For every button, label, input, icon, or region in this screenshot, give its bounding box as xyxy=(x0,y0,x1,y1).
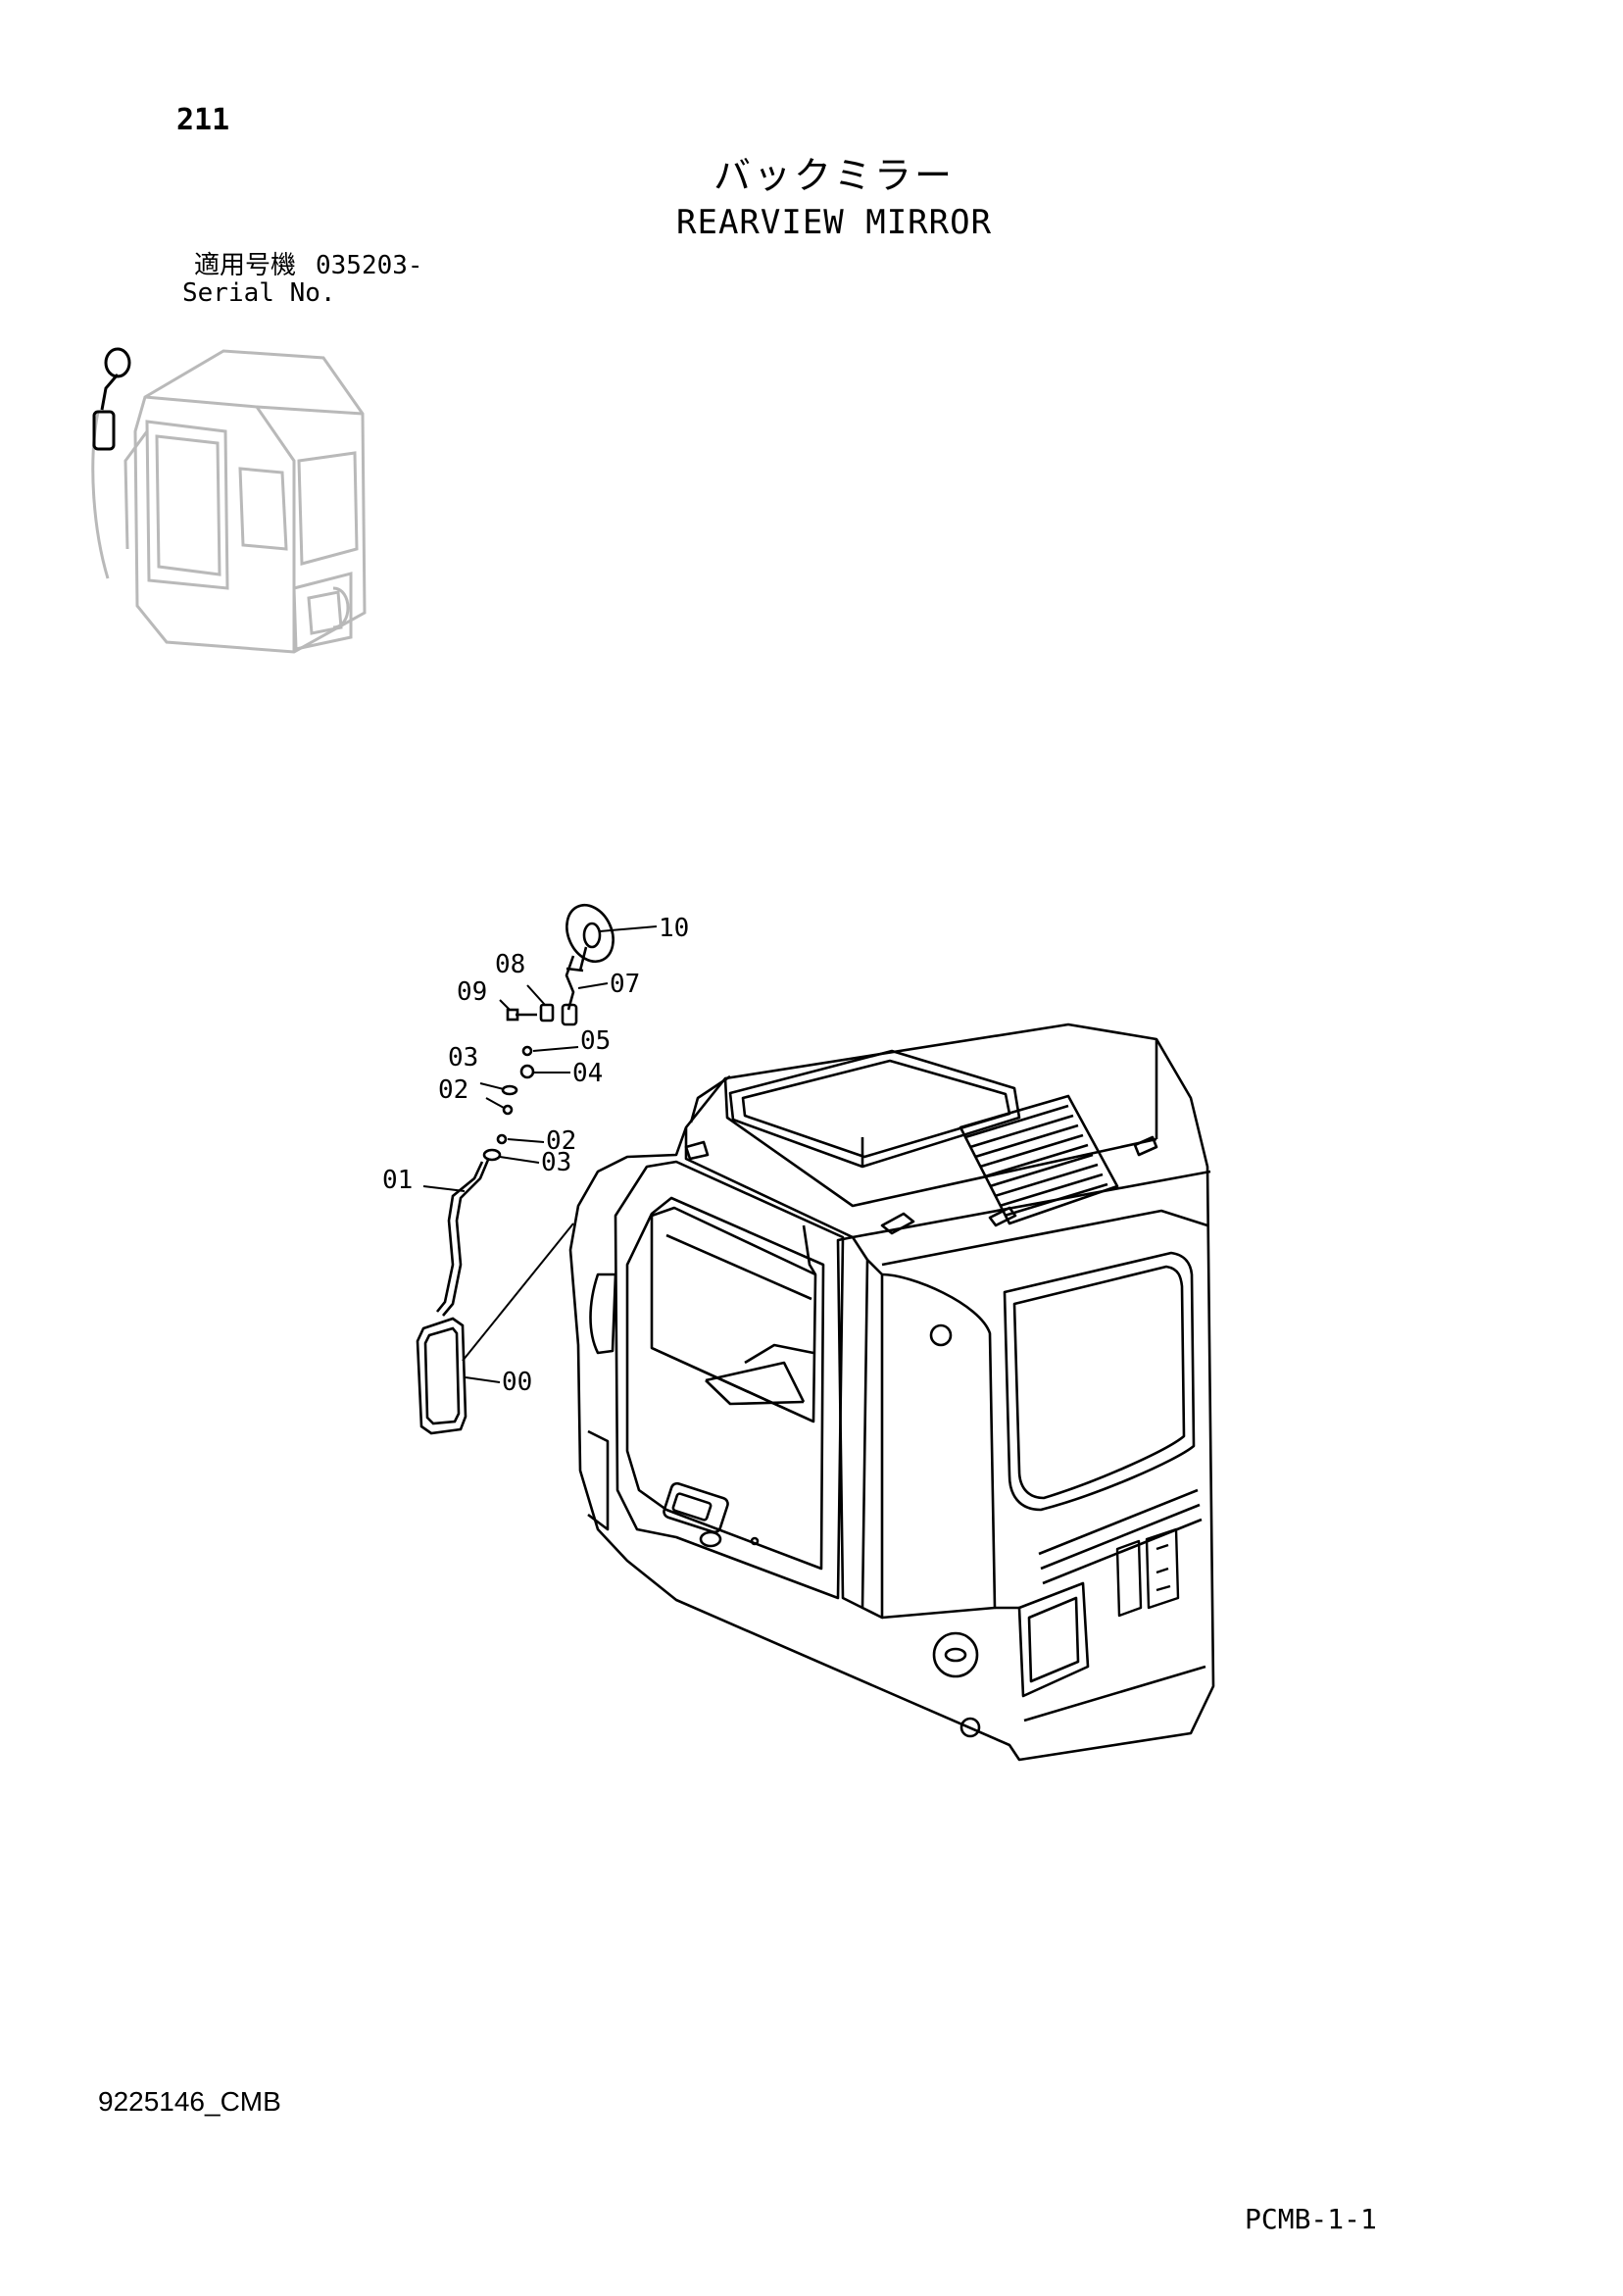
key-map-thumbnail xyxy=(91,349,367,654)
roof-vents xyxy=(959,1094,1119,1225)
cab-logo xyxy=(1115,1527,1180,1618)
page-title-japanese: バックミラー xyxy=(713,154,956,197)
callout-label: 00 xyxy=(502,1368,532,1397)
serial-number-value: 035203- xyxy=(316,251,423,280)
callout-label: 01 xyxy=(382,1166,413,1195)
mirror-assembly xyxy=(416,903,615,1435)
callout-leaders xyxy=(422,925,658,1383)
callout-label: 05 xyxy=(580,1026,611,1056)
document-code: 9225146_CMB xyxy=(98,2086,281,2117)
callout-label: 03 xyxy=(448,1043,478,1073)
callout-label: 03 xyxy=(541,1148,571,1177)
key-map-mirror xyxy=(92,347,131,451)
callout-label: 08 xyxy=(495,950,525,979)
callout-labels: 10 08 07 09 05 03 04 02 02 03 01 00 xyxy=(382,914,689,1397)
page-title: REARVIEW MIRROR xyxy=(676,203,993,242)
callout-label: 02 xyxy=(438,1075,468,1105)
callout-label: 02 xyxy=(546,1126,576,1156)
callout-label: 09 xyxy=(457,977,487,1007)
page-number: 211 xyxy=(176,103,230,137)
sheet-code: PCMB-1-1 xyxy=(1245,2203,1377,2235)
serial-label: Serial No. xyxy=(182,278,336,308)
callout-label: 07 xyxy=(610,970,640,999)
callout-label: 10 xyxy=(659,914,689,943)
cab-body xyxy=(568,1023,1215,1762)
callout-label: 04 xyxy=(572,1059,603,1088)
serial-label-japanese: 適用号機 xyxy=(194,251,297,280)
